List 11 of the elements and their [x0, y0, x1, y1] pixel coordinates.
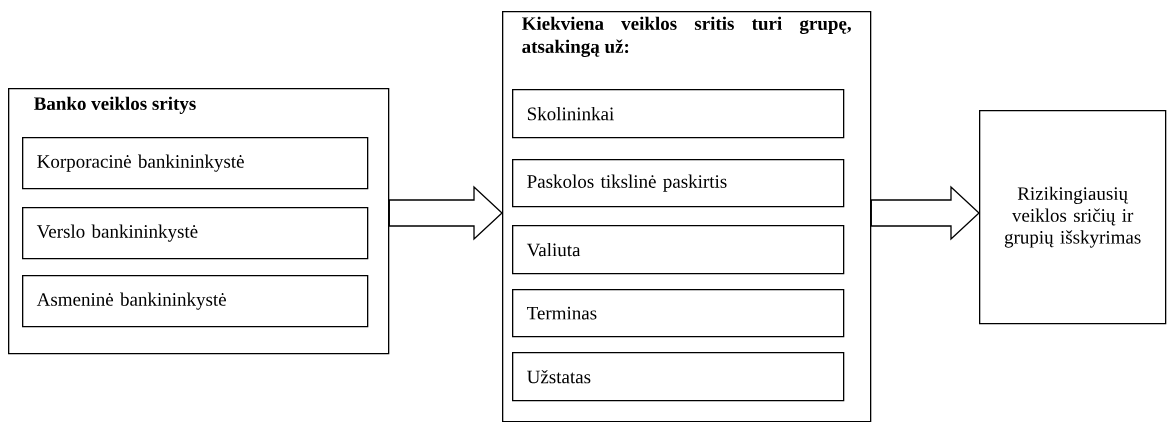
item-box: Valiuta	[512, 225, 845, 275]
result-box: Rizikingiausių veiklos sričių ir grupių išskyrimas	[979, 110, 1167, 325]
block-arrow	[388, 185, 503, 241]
item-box: Asmeninė bankininkystė	[22, 275, 369, 328]
item-box: Skolininkai	[512, 89, 845, 139]
block-arrow	[870, 185, 980, 241]
item-box: Užstatas	[512, 352, 845, 402]
item-box: Verslo bankininkystė	[22, 207, 369, 260]
item-box: Terminas	[512, 289, 845, 338]
item-box: Korporacinė bankininkystė	[22, 137, 369, 190]
item-box: Paskolos tikslinė paskirtis	[512, 159, 845, 208]
